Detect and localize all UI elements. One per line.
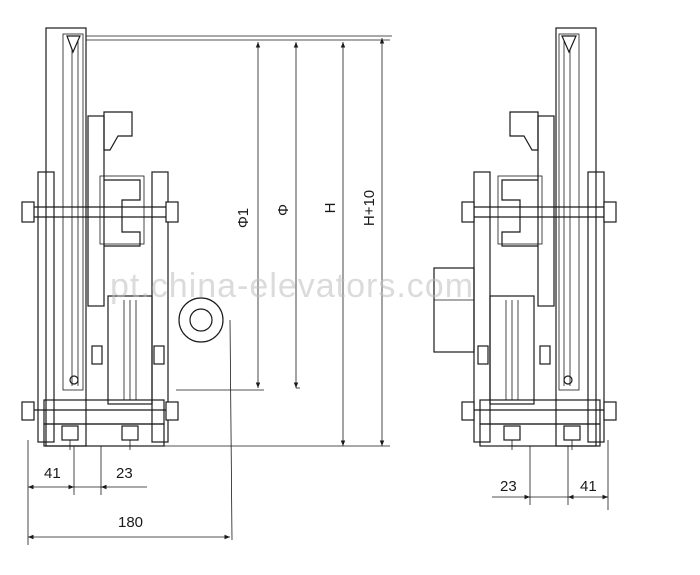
label-23-right: 23: [500, 478, 517, 495]
left-nut-2: [121, 425, 139, 441]
label-phi1: Φ1: [235, 208, 252, 228]
right-nut-1: [503, 425, 521, 441]
right-wedge-block: [509, 111, 539, 151]
right-base-plate: [479, 423, 601, 447]
right-nut-2: [563, 425, 581, 441]
label-41-right: 41: [580, 478, 597, 495]
label-phi: Φ: [275, 204, 292, 216]
left-base-plate: [43, 423, 165, 447]
label-41-left: 41: [44, 465, 61, 482]
right-guide-rail: [558, 33, 580, 391]
left-guide-rail: [62, 33, 84, 391]
left-wedge-block: [103, 111, 133, 151]
label-180: 180: [118, 514, 143, 531]
left-dimensions: Φ1 Φ H H+10 41 23 180: [27, 35, 392, 545]
label-23-left: 23: [116, 465, 133, 482]
right-guide-plate: [555, 27, 597, 447]
left-roller: [178, 297, 224, 343]
left-nut-1: [61, 425, 79, 441]
right-side-housing: [433, 267, 475, 353]
label-h10: H+10: [361, 190, 378, 226]
left-view: [21, 27, 224, 450]
left-rail-top-wedge: [66, 35, 81, 54]
right-dimensions: 23 41: [492, 440, 609, 510]
right-view: [433, 27, 617, 450]
watermark: pt.china-elevators.com: [110, 267, 474, 305]
left-guide-plate: [45, 27, 87, 447]
label-h: H: [322, 203, 339, 214]
